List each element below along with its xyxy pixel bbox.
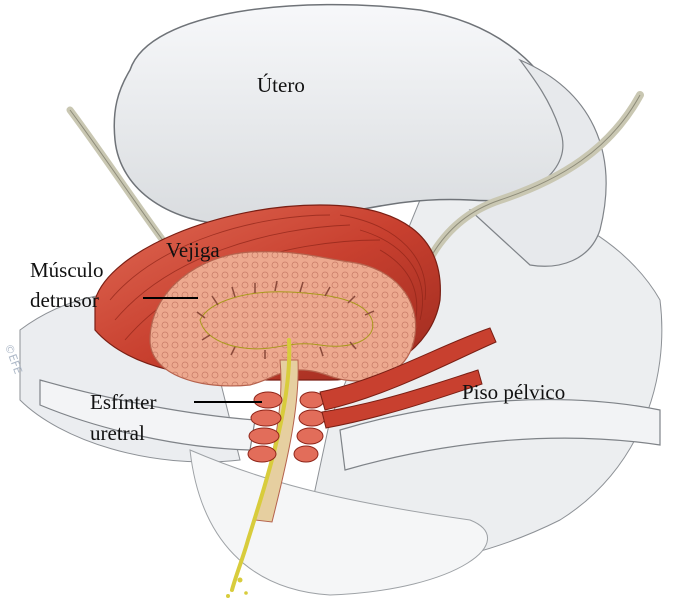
uterus	[114, 5, 570, 225]
urine-drop	[238, 578, 243, 583]
urine-drop	[244, 591, 248, 595]
bladder-label: Vejiga	[166, 238, 220, 262]
pelvic-floor-label: Piso pélvico	[462, 380, 565, 404]
detrusor-label-line2: detrusor	[30, 288, 99, 312]
sphincter-label-line2: uretral	[90, 421, 145, 445]
urine-drop	[226, 594, 230, 598]
detrusor-label-line1: Músculo	[30, 258, 104, 282]
uterus-label: Útero	[257, 73, 305, 97]
sphincter-label-line1: Esfínter	[90, 390, 156, 414]
